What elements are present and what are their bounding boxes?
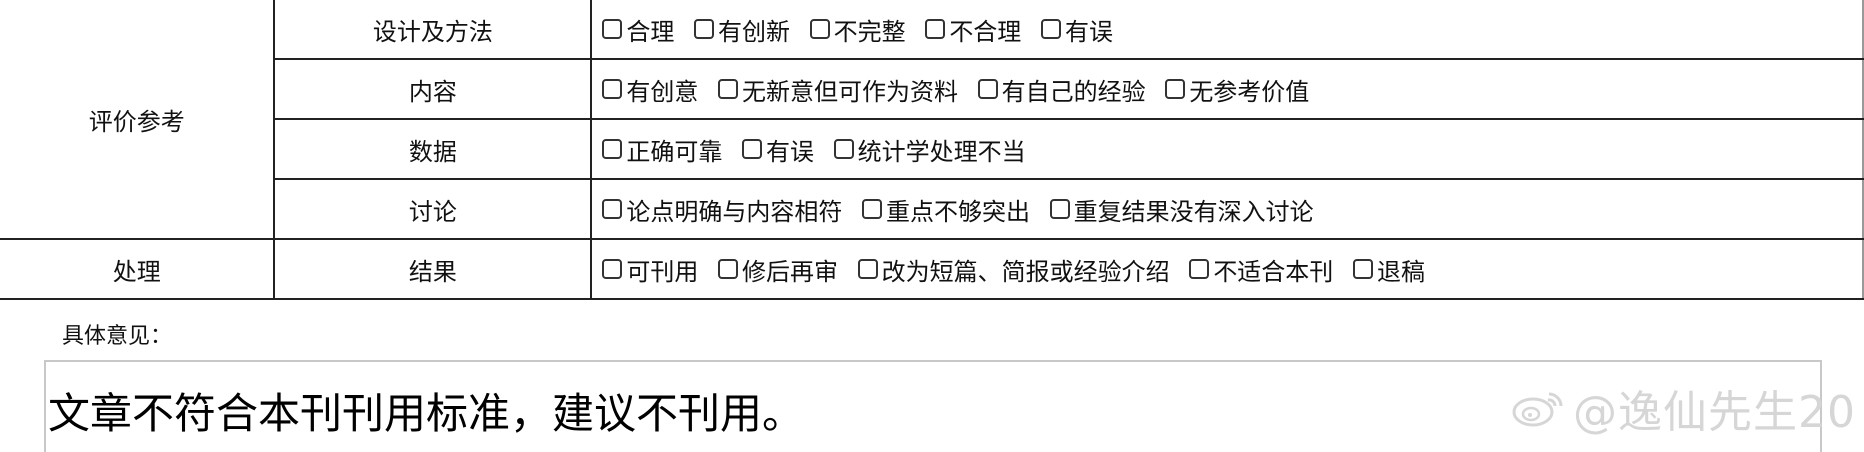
option-discussion-clear[interactable]: 论点明确与内容相符	[602, 192, 842, 227]
checkbox[interactable]	[925, 19, 946, 39]
option-content-own-experience[interactable]: 有自己的经验	[977, 72, 1146, 107]
checkbox[interactable]	[718, 79, 739, 99]
option-label: 重复结果没有深入讨论	[1073, 197, 1314, 226]
option-discussion-repetitive[interactable]: 重复结果没有深入讨论	[1049, 192, 1314, 227]
weibo-icon	[1512, 392, 1563, 427]
option-label: 论点明确与内容相符	[626, 197, 843, 226]
checkbox[interactable]	[809, 19, 830, 39]
checkbox[interactable]	[602, 139, 623, 159]
row-label-content: 内容	[273, 58, 593, 120]
option-label: 有误	[766, 137, 815, 166]
option-label: 有误	[1064, 17, 1113, 46]
option-discussion-unfocused[interactable]: 重点不够突出	[862, 192, 1030, 227]
checkbox[interactable]	[718, 259, 739, 279]
option-result-short-format[interactable]: 改为短篇、简报或经验介绍	[857, 252, 1170, 287]
row-design-method: 评价参考 设计及方法 合理 有创新 不完整 不合理 有误	[0, 0, 1864, 240]
option-label: 改为短篇、简报或经验介绍	[881, 257, 1170, 286]
option-label: 退稿	[1376, 257, 1425, 286]
option-label: 有自己的经验	[1001, 77, 1146, 106]
option-label: 统计学处理不当	[857, 137, 1026, 166]
checkbox[interactable]	[1040, 19, 1061, 39]
option-data-statistics[interactable]: 统计学处理不当	[833, 132, 1026, 167]
row-content: 内容 有创意 无新意但可作为资料 有自己的经验 无参考价值	[0, 58, 1864, 120]
remarks-text: 文章不符合本刊刊用标准，建议不刊用。	[48, 389, 805, 438]
option-label: 不适合本刊	[1213, 257, 1334, 286]
options-design: 合理 有创新 不完整 不合理 有误	[590, 0, 1864, 60]
checkbox[interactable]	[1352, 259, 1373, 279]
option-label: 正确可靠	[626, 137, 723, 166]
option-design-error[interactable]: 有误	[1040, 12, 1113, 47]
remarks-field[interactable]: 文章不符合本刊刊用标准，建议不刊用。	[44, 360, 1822, 452]
row-label-discussion: 讨论	[273, 178, 593, 240]
checkbox[interactable]	[694, 19, 715, 39]
option-label: 有创意	[626, 77, 699, 106]
option-design-incomplete[interactable]: 不完整	[809, 12, 906, 47]
watermark-text: @逸仙先生20	[1573, 387, 1856, 438]
options-discussion: 论点明确与内容相符 重点不够突出 重复结果没有深入讨论	[590, 178, 1864, 240]
option-result-reject[interactable]: 退稿	[1352, 252, 1425, 287]
checkbox[interactable]	[857, 259, 878, 279]
category-handling: 处理	[0, 238, 276, 300]
checkbox[interactable]	[602, 199, 623, 219]
option-content-creative[interactable]: 有创意	[602, 72, 698, 107]
option-label: 不合理	[949, 17, 1022, 46]
checkbox[interactable]	[862, 199, 883, 219]
checkbox[interactable]	[602, 259, 623, 279]
option-data-reliable[interactable]: 正确可靠	[602, 132, 722, 167]
row-discussion: 讨论 论点明确与内容相符 重点不够突出 重复结果没有深入讨论	[0, 178, 1864, 240]
option-result-unsuitable[interactable]: 不适合本刊	[1189, 252, 1333, 287]
checkbox[interactable]	[602, 19, 623, 39]
row-label-result: 结果	[273, 238, 593, 300]
review-form-table: 评价参考 设计及方法 合理 有创新 不完整 不合理 有误 内容 有创意 无新意但…	[0, 0, 1864, 300]
option-design-unreasonable[interactable]: 不合理	[925, 12, 1021, 47]
option-design-innovative[interactable]: 有创新	[694, 12, 790, 47]
option-label: 可刊用	[626, 257, 699, 286]
option-label: 有创新	[718, 17, 791, 46]
row-label-data: 数据	[273, 118, 593, 180]
row-data: 数据 正确可靠 有误 统计学处理不当	[0, 118, 1864, 180]
checkbox[interactable]	[602, 79, 623, 99]
option-label: 修后再审	[742, 257, 839, 286]
option-design-reasonable[interactable]: 合理	[602, 12, 674, 47]
options-content: 有创意 无新意但可作为资料 有自己的经验 无参考价值	[590, 58, 1864, 120]
option-label: 合理	[626, 17, 675, 46]
option-result-revise[interactable]: 修后再审	[718, 252, 838, 287]
category-evaluation: 评价参考	[0, 0, 276, 240]
option-label: 无新意但可作为资料	[742, 77, 959, 106]
option-result-publish[interactable]: 可刊用	[602, 252, 698, 287]
option-label: 重点不够突出	[886, 197, 1031, 226]
options-data: 正确可靠 有误 统计学处理不当	[590, 118, 1864, 180]
watermark: @逸仙先生20	[1511, 376, 1856, 440]
checkbox[interactable]	[1189, 259, 1210, 279]
option-label: 无参考价值	[1189, 77, 1310, 106]
checkbox[interactable]	[1165, 79, 1186, 99]
checkbox[interactable]	[833, 139, 854, 159]
checkbox[interactable]	[742, 139, 763, 159]
options-result: 可刊用 修后再审 改为短篇、简报或经验介绍 不适合本刊 退稿	[590, 238, 1864, 300]
option-content-reference[interactable]: 无新意但可作为资料	[718, 72, 958, 107]
option-data-error[interactable]: 有误	[742, 132, 814, 167]
option-label: 不完整	[833, 17, 906, 46]
row-label-design: 设计及方法	[273, 0, 593, 60]
remarks-label: 具体意见：	[62, 324, 173, 349]
row-result: 处理 结果 可刊用 修后再审 改为短篇、简报或经验介绍 不适合本刊 退稿	[0, 238, 1864, 300]
checkbox[interactable]	[1049, 199, 1070, 219]
checkbox[interactable]	[977, 79, 998, 99]
option-content-no-value[interactable]: 无参考价值	[1165, 72, 1309, 107]
